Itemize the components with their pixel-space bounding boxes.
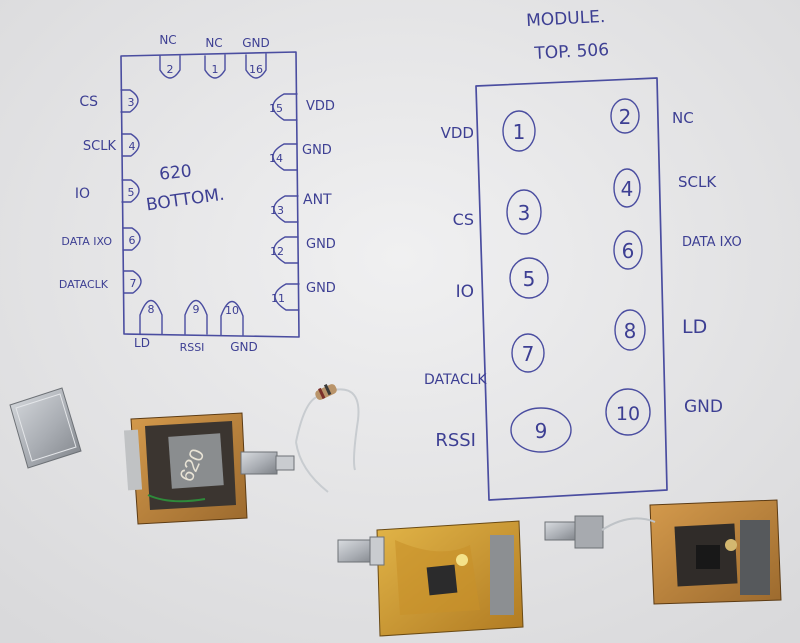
bottom-pin-9: 9 RSSI <box>180 299 208 354</box>
pin-label: IO <box>75 186 90 202</box>
pin-number: 4 <box>621 177 634 201</box>
metal-shield-can <box>9 387 82 469</box>
pin-label: GND <box>242 36 270 50</box>
left-side-pin-5: 5 IO <box>75 179 140 203</box>
right-side-pin-14: 14 GND <box>269 143 332 171</box>
pin-number: 2 <box>167 63 174 76</box>
left-side-pin-7: 7 DATACLK <box>59 270 142 294</box>
left-side-pin-3: 3 CS <box>79 89 139 113</box>
pin-label: GND <box>302 143 332 158</box>
pin-number: 4 <box>129 140 136 153</box>
bottom-pin-10: 10 GND <box>220 300 258 354</box>
right-module-outline <box>475 77 668 501</box>
pin-label: DATACLK <box>424 372 487 388</box>
pin-label: DATA IXO <box>682 235 742 250</box>
pin-label: CS <box>79 94 98 110</box>
module-pin-10: 10 GND <box>605 388 723 436</box>
right-side-pin-13: 13 ANT <box>270 192 332 223</box>
pin-label: VDD <box>441 124 474 142</box>
pin-label: LD <box>134 336 150 350</box>
pin-number: 14 <box>269 152 283 165</box>
pin-label: CS <box>453 210 474 229</box>
pin-label: DATACLK <box>59 278 109 291</box>
pin-label: GND <box>684 397 723 417</box>
module-pin-9: 9 RSSI <box>435 407 572 453</box>
pin-label: RSSI <box>180 341 205 354</box>
module-pin-7: 7 DATACLK <box>424 333 545 388</box>
bottom-pin-8: 8 LD <box>134 299 163 350</box>
left-title-line1: 620 <box>158 161 192 184</box>
pin-number: 3 <box>518 201 531 225</box>
pin-number: 5 <box>128 186 135 199</box>
pin-number: 3 <box>128 96 135 109</box>
pin-label: VDD <box>306 99 335 114</box>
right-side-pin-15: 15 VDD <box>269 93 335 121</box>
pin-label: SCLK <box>83 139 117 154</box>
left-side-pin-4: 4 SCLK <box>83 133 140 157</box>
pin-number: 8 <box>624 319 637 343</box>
left-side-pin-6: 6 DATA IXO <box>61 227 141 251</box>
pin-number: 1 <box>212 63 219 76</box>
pin-number: 7 <box>130 277 137 290</box>
pin-number: 9 <box>535 419 548 443</box>
pin-label: DATA IXO <box>61 235 112 248</box>
module-pin-8: 8 LD <box>614 309 707 351</box>
module-pin-1: 1 VDD <box>441 110 536 152</box>
pin-label: RSSI <box>435 430 476 451</box>
pin-number: 13 <box>270 204 284 217</box>
pin-number: 2 <box>619 105 632 129</box>
resistor-with-leads <box>295 383 360 493</box>
pin-label: NC <box>672 109 694 127</box>
pin-number: 15 <box>269 102 283 115</box>
right-title-line2: TOP. 506 <box>533 40 610 64</box>
pin-label: ANT <box>303 192 332 208</box>
right-pinout-diagram: MODULE. TOP. 506 1 VDD 3 CS 5 IO 7 DATAC… <box>424 7 742 501</box>
right-side-pin-12: 12 GND <box>270 236 336 264</box>
module-pin-3: 3 CS <box>453 189 542 235</box>
pin-label: IO <box>456 282 474 302</box>
pin-label: GND <box>306 281 336 296</box>
module-pin-2: 2 NC <box>610 98 694 134</box>
center-gold-rf-board <box>337 520 524 637</box>
pin-number: 10 <box>225 304 239 317</box>
pin-number: 10 <box>616 403 640 425</box>
pin-label: LD <box>682 316 707 338</box>
pin-number: 16 <box>249 63 263 76</box>
pin-number: 12 <box>270 245 284 258</box>
right-title-line1: MODULE. <box>526 7 606 31</box>
pin-number: 11 <box>271 292 285 305</box>
pin-label: GND <box>230 340 258 354</box>
pin-number: 6 <box>622 239 635 263</box>
module-pin-6: 6 DATA IXO <box>613 230 742 270</box>
left-rf-board: 620 <box>123 412 295 525</box>
right-side-pin-11: 11 GND <box>271 281 336 311</box>
pin-label: SCLK <box>678 173 717 191</box>
pin-label: NC <box>159 33 176 47</box>
pin-number: 7 <box>522 342 535 366</box>
left-top-pin-2: 2 NC <box>159 33 181 79</box>
left-top-pin-1: 1 NC <box>204 36 226 79</box>
module-pin-5: 5 IO <box>456 257 549 302</box>
pin-number: 9 <box>193 303 200 316</box>
pin-label: NC <box>205 36 222 50</box>
pin-number: 6 <box>129 234 136 247</box>
pin-label: GND <box>306 237 336 252</box>
left-pinout-diagram: 620 BOTTOM. 2 NC 1 NC 16 GND 3 CS 4 SCLK <box>59 33 336 354</box>
pin-number: 1 <box>513 120 526 144</box>
pin-number: 5 <box>523 267 536 291</box>
module-pin-4: 4 SCLK <box>613 168 717 208</box>
left-top-pin-16: 16 GND <box>242 36 270 79</box>
left-module-outline <box>120 51 300 338</box>
right-rf-board <box>544 499 782 605</box>
pin-number: 8 <box>148 303 155 316</box>
